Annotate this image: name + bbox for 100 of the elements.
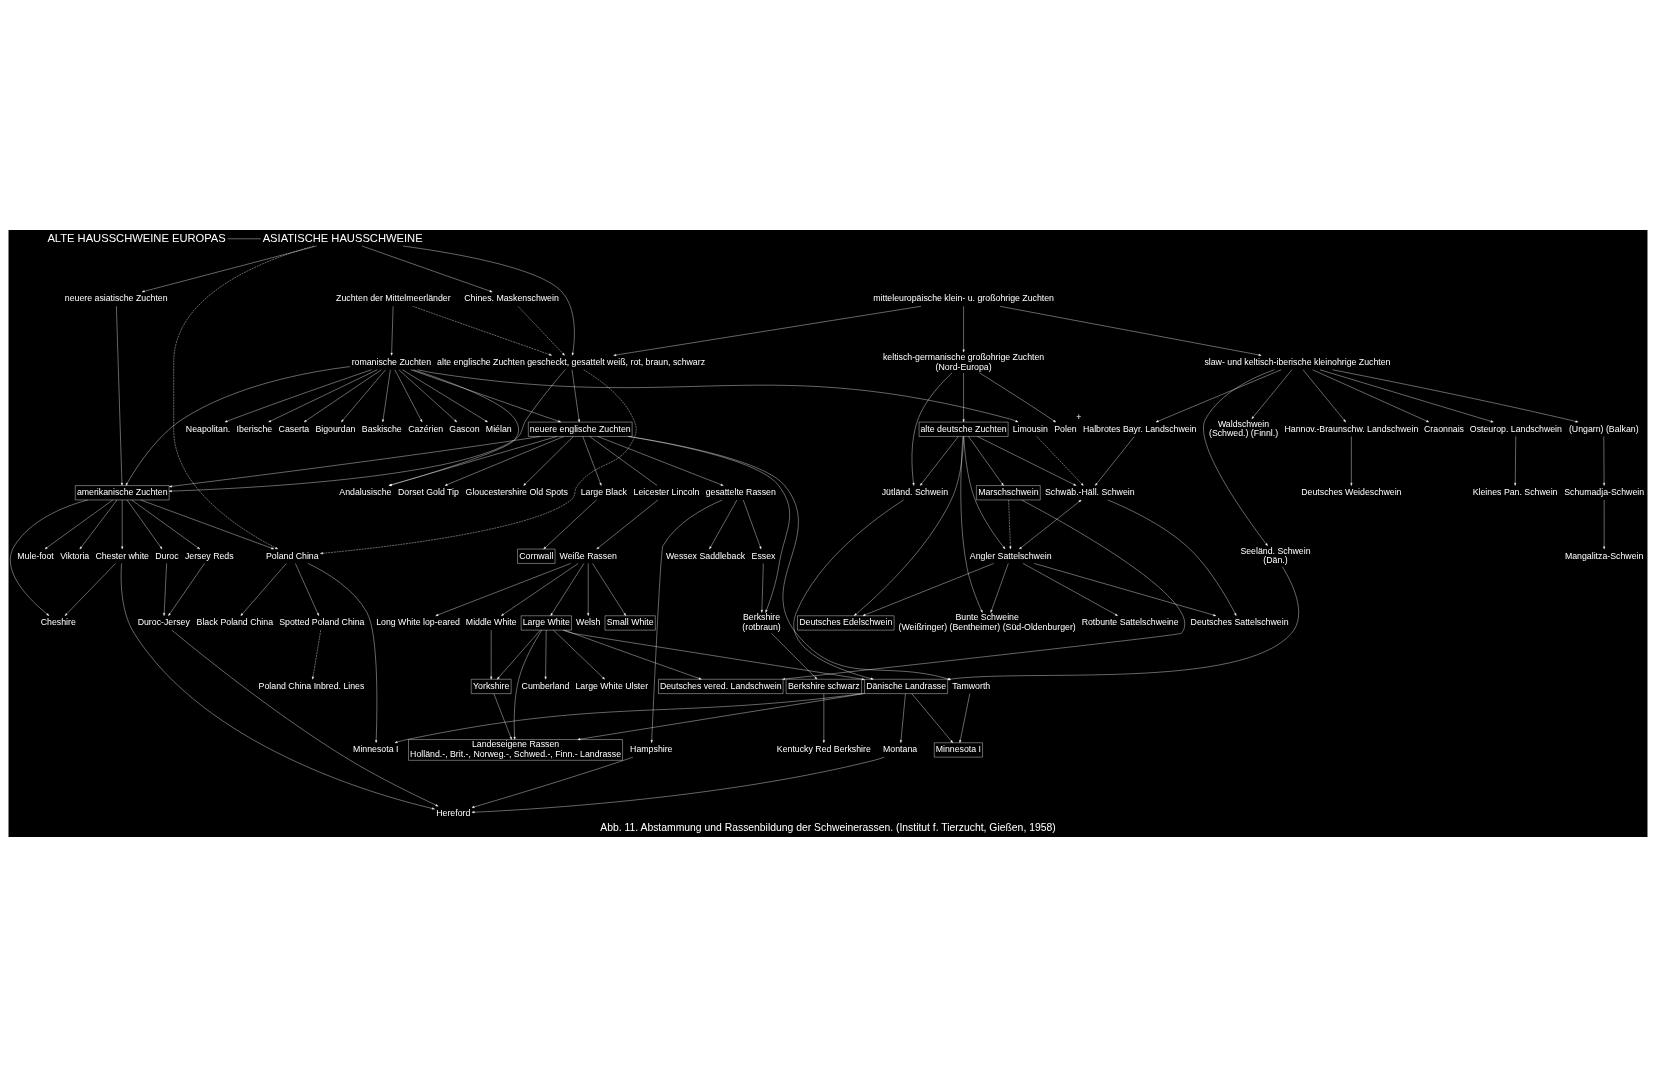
node-text: Bigourdan [315,423,356,434]
arrow [141,245,317,293]
arrow [1008,499,1012,550]
arrow [44,499,113,550]
arrow [163,563,167,616]
node-text: mitteleuropäische klein- u. großohrige Zuchten [873,293,1054,304]
arrow [979,372,1056,423]
arrow [402,369,488,423]
arrow [120,563,435,810]
node-text: Gloucestershire Old Spots [465,487,568,497]
node-text: Welsh [576,617,601,628]
node-text: slaw- und keltisch-iberische kleinohrige Zuchten [1204,356,1391,367]
arrow [140,499,274,550]
node-text: alte englische Zuchten gescheckt, gesattelt weiß, rot, braun, schwarz [437,356,706,367]
arrow [543,499,597,550]
arrow [959,693,970,743]
node-box: Berkshire schwarz [785,679,862,694]
arrow [131,499,200,550]
arrow [64,563,116,616]
node-text: Andalusische [339,487,392,497]
node-text: Limousin [1012,423,1048,434]
arrow [417,369,1019,423]
arrow [553,629,605,680]
arrow [743,499,762,550]
arrow [1022,563,1118,616]
node-text: Poland China Inbred. Lines [258,680,365,691]
arrow [854,436,964,616]
node-text: Hampshire [630,744,673,755]
arrow [1203,369,1275,546]
node-text: Angler Sattelschwein [969,550,1052,561]
node-text: Jersey Reds [184,550,234,561]
node-text: Craonnais [1424,423,1464,434]
arrow [962,306,965,353]
arrow [390,306,394,356]
arrow [121,499,124,550]
node-text: keltisch-germanische großohrige Zuchten (Nord-Europa) [882,352,1045,372]
arrow [564,629,702,680]
node-text: Weiße Rassen [559,550,617,561]
node-text: Deutsches Sattelschwein [1190,617,1289,628]
arrow [627,436,790,613]
arrow [597,436,724,486]
arrow [1312,369,1430,423]
node-text: Essex [751,550,776,561]
node-text: Osteurop. Landschwein [1469,423,1562,434]
node-text: Iberische [236,423,273,434]
arrow [1036,436,1084,486]
node-text: Cheshire [40,617,76,628]
node-text: Neapolitan. [185,423,231,434]
arrow [224,369,372,423]
arrow [562,629,865,681]
arrow [382,369,391,423]
arrow [341,369,386,423]
arrow [1107,499,1237,616]
node-text: Poland China [265,550,319,561]
arrow [1319,369,1494,423]
arrow [1603,436,1606,486]
arrow [999,306,1262,356]
node-text: gesattelte Rassen [705,487,776,497]
arrow [471,756,634,808]
arrow [307,563,378,743]
node-text: Baskische [361,423,402,434]
node-text: Middle White [465,617,517,628]
arrow [1251,369,1293,419]
arrow [962,372,965,423]
arrow [920,436,959,486]
arrow [171,630,439,807]
arrow [793,499,904,680]
arrow [10,499,88,616]
arrow [394,693,865,744]
node-text: Bunte Schweine (Weißringer) (Bentheimer) (Süd-Oldenburger) [898,612,1076,632]
caption: Abb. 11. Abstammung und Rassenbildung der Schweinerassen. (Institut f. Tierzucht, Gießen, 1958) [600,821,1056,833]
node-text: Caserta [278,423,310,434]
arrow [523,436,574,486]
node-text: Gascon [449,423,480,434]
node-text: Jütländ. Schwein [881,487,949,497]
node-text: Spotted Poland China [279,617,365,628]
arrow [501,563,579,616]
node-text: romanische Zuchten [351,356,432,367]
node-box: Marschschwein [976,485,1041,501]
arrow [394,369,423,423]
arrow [709,499,738,550]
arrow [268,369,378,423]
arrow [771,633,818,680]
arrow [822,693,825,743]
arrow [126,499,163,550]
arrow [412,306,552,356]
arrow [1332,369,1579,423]
arrow [1514,436,1517,486]
arrow [960,436,983,613]
node-text: Miélan [485,423,512,434]
arrow [977,436,1077,486]
arrow [173,245,314,550]
arrow [168,369,566,493]
arrow [490,629,493,680]
node-text: Black Poland China [196,617,274,628]
arrow [410,369,561,423]
arrow [760,563,764,613]
arrow [862,563,994,616]
node-text: Mule-foot [17,550,54,561]
arrow [361,245,493,293]
